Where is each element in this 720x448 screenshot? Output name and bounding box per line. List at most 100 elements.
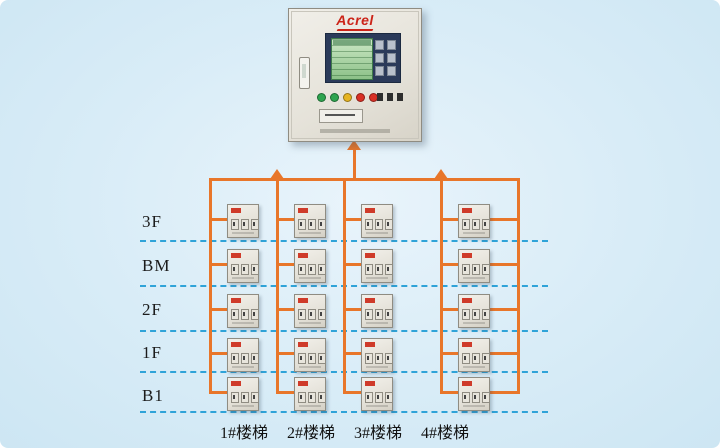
bus-stub-wire — [440, 263, 458, 266]
yellow-led — [343, 93, 352, 102]
bus-stub-wire — [343, 308, 361, 311]
device-terminal-block — [231, 353, 259, 364]
device-address-tag — [231, 298, 241, 303]
device-terminal-block — [298, 392, 326, 403]
device-terminal-block — [462, 392, 490, 403]
device-address-tag — [231, 342, 241, 347]
stairwell-label-1: 1#楼梯 — [219, 425, 268, 442]
lcd-display — [331, 38, 373, 80]
device-address-tag — [298, 381, 308, 386]
device-terminal-block — [231, 309, 259, 320]
bus-riser-wire — [440, 178, 443, 394]
device-terminal-block — [298, 264, 326, 275]
device-terminal-block — [462, 353, 490, 364]
device-address-tag — [231, 208, 241, 213]
device-terminal-block — [462, 309, 490, 320]
device-terminal-block — [365, 353, 393, 364]
device-terminal-block — [231, 219, 259, 230]
module-device — [361, 338, 393, 372]
device-terminal-block — [462, 264, 490, 275]
floor-label-bm: BM — [142, 256, 171, 275]
device-terminal-block — [231, 392, 259, 403]
module-device — [458, 338, 490, 372]
device-terminal-block — [365, 264, 393, 275]
bus-trunk-wire — [209, 178, 520, 181]
module-device — [227, 204, 259, 238]
bus-stub-wire — [488, 391, 520, 394]
module-device — [294, 294, 326, 328]
bus-stub-wire — [343, 391, 361, 394]
bus-stub-wire — [209, 391, 227, 394]
bus-stub-wire — [440, 391, 458, 394]
device-terminal-block — [298, 219, 326, 230]
module-device — [294, 338, 326, 372]
module-device — [294, 204, 326, 238]
device-terminal-block — [365, 309, 393, 320]
bus-stub-wire — [440, 308, 458, 311]
keypad-buttons — [375, 40, 396, 76]
device-address-tag — [298, 253, 308, 258]
bus-stub-wire — [209, 308, 227, 311]
module-device — [227, 249, 259, 283]
bus-riser-wire — [517, 178, 520, 394]
indicator-leds — [317, 93, 378, 102]
device-address-tag — [462, 298, 472, 303]
device-terminal-block — [298, 353, 326, 364]
bus-stub-wire — [488, 308, 520, 311]
device-address-tag — [231, 381, 241, 386]
module-device — [294, 377, 326, 411]
cabinet-arrowhead — [347, 140, 361, 150]
trunk-arrowhead — [434, 169, 448, 179]
module-device — [361, 204, 393, 238]
module-device — [458, 249, 490, 283]
toggle-switches — [377, 93, 403, 101]
bus-stub-wire — [209, 263, 227, 266]
cabinet-screen-bezel — [325, 33, 401, 83]
floor-label-b1: B1 — [142, 386, 164, 405]
bus-stub-wire — [276, 352, 294, 355]
bus-stub-wire — [276, 263, 294, 266]
acrel-logo: Acrel — [289, 12, 421, 31]
green-led — [330, 93, 339, 102]
module-device — [227, 294, 259, 328]
device-address-tag — [365, 253, 375, 258]
module-device — [227, 377, 259, 411]
module-device — [458, 377, 490, 411]
device-address-tag — [365, 298, 375, 303]
stairwell-label-3: 3#楼梯 — [353, 425, 402, 442]
bus-stub-wire — [343, 218, 361, 221]
cabinet-feed-wire — [353, 150, 356, 178]
device-address-tag — [298, 342, 308, 347]
device-address-tag — [462, 381, 472, 386]
device-terminal-block — [298, 309, 326, 320]
bus-stub-wire — [488, 218, 520, 221]
bus-riser-wire — [343, 178, 346, 394]
module-device — [458, 294, 490, 328]
stairwell-label-2: 2#楼梯 — [286, 425, 335, 442]
monitor-cabinet: Acrel — [288, 8, 422, 142]
device-terminal-block — [231, 264, 259, 275]
bus-stub-wire — [343, 352, 361, 355]
module-device — [227, 338, 259, 372]
device-address-tag — [298, 208, 308, 213]
bus-stub-wire — [276, 218, 294, 221]
floor-label-1f: 1F — [142, 343, 162, 362]
red-led — [356, 93, 365, 102]
bus-stub-wire — [209, 218, 227, 221]
device-address-tag — [231, 253, 241, 258]
device-address-tag — [365, 208, 375, 213]
device-address-tag — [298, 298, 308, 303]
bus-stub-wire — [276, 308, 294, 311]
device-terminal-block — [462, 219, 490, 230]
floor-label-2f: 2F — [142, 300, 162, 319]
bus-stub-wire — [343, 263, 361, 266]
floor-label-3f: 3F — [142, 212, 162, 231]
module-device — [458, 204, 490, 238]
stairwell-label-4: 4#楼梯 — [420, 425, 469, 442]
level-indicator — [299, 57, 310, 89]
printer-slot — [319, 109, 363, 123]
nameplate-text — [320, 129, 390, 133]
bus-riser-wire — [209, 178, 212, 394]
bus-stub-wire — [488, 263, 520, 266]
